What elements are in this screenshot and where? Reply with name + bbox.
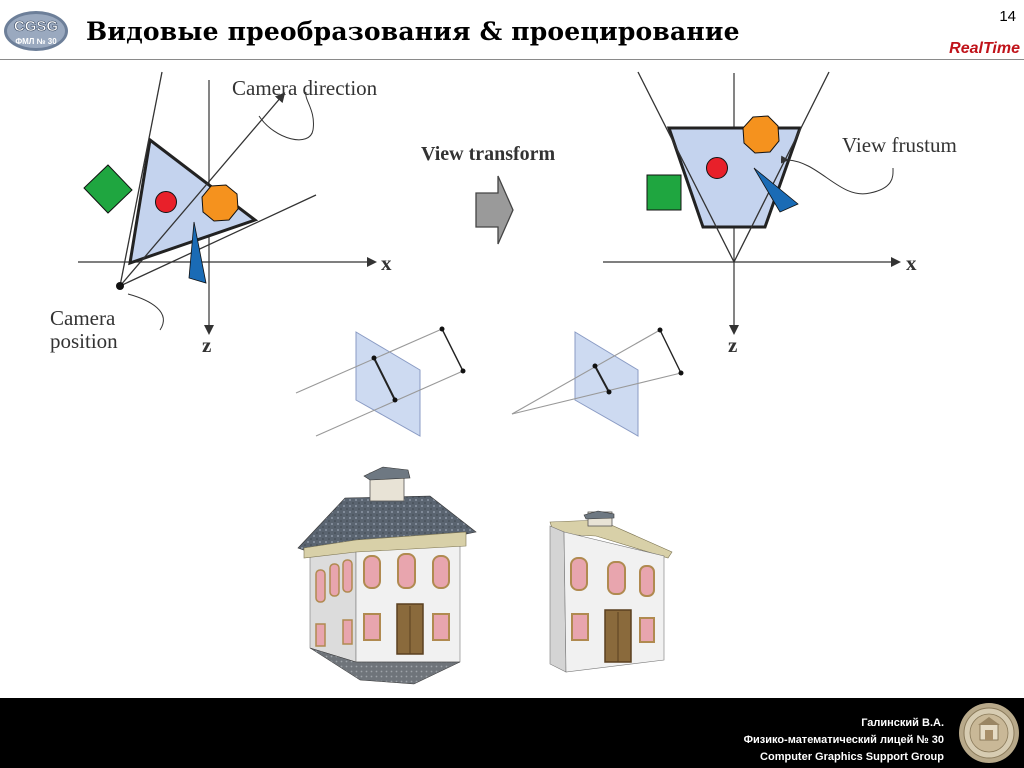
view-transform-label: View transform <box>421 143 556 165</box>
window <box>639 617 655 643</box>
orange-octagon-left <box>201 184 239 222</box>
projection-plane <box>574 331 639 437</box>
window <box>432 613 450 641</box>
slide-header: CGSG ФМЛ № 30 Видовые преобразования & п… <box>0 0 1024 62</box>
footer-author: Галинский В.А. <box>861 717 944 729</box>
projected-segment <box>594 365 610 393</box>
z-axis-label-right: z <box>728 333 737 357</box>
footer-school: Физико-математический лицей № 30 <box>743 734 944 746</box>
camera-direction-line <box>119 92 286 287</box>
house-left-wall <box>549 525 567 673</box>
frustum-edge-line <box>733 71 830 263</box>
house-chimney-cap <box>583 510 615 520</box>
camera-position-leader <box>127 293 164 331</box>
slide-footer: Галинский В.А. Физико-математический лиц… <box>0 698 1024 768</box>
window <box>607 561 626 595</box>
projector-ray <box>511 372 682 415</box>
point-dot <box>392 397 398 403</box>
house-orthographic <box>297 466 477 685</box>
red-circle-left <box>155 191 177 213</box>
x-axis-label-left: x <box>381 251 392 275</box>
view-transform-figure: Camera direction Camera position x z Vie… <box>50 71 957 685</box>
frustum-edge-line <box>637 71 735 263</box>
window <box>329 563 340 597</box>
camera-position-dot <box>116 282 124 290</box>
blue-shape-left <box>188 221 207 284</box>
school-seal-icon <box>959 703 1019 763</box>
perspective-projection-diagram <box>511 327 684 437</box>
object-segment <box>441 328 464 372</box>
footer-credits: Галинский В.А. Физико-математический лиц… <box>744 715 944 766</box>
blue-shape-right <box>753 167 799 213</box>
camera-position-label: Camera <box>50 306 116 330</box>
projected-segment <box>373 357 396 401</box>
house-perspective <box>549 510 673 673</box>
projector-ray <box>295 328 443 394</box>
realtime-brand: RealTime <box>949 40 1020 57</box>
frustum-edge-line <box>119 71 163 287</box>
house-base <box>309 647 461 685</box>
point-dot <box>657 327 663 333</box>
window <box>363 555 381 589</box>
point-dot <box>592 363 598 369</box>
svg-text:ФМЛ № 30: ФМЛ № 30 <box>15 37 57 46</box>
point-dot <box>460 368 466 374</box>
window <box>342 559 353 593</box>
projector-ray <box>315 370 464 437</box>
x-axis-label-right: x <box>906 251 917 275</box>
point-dot <box>606 389 612 395</box>
slide-title: Видовые преобразования & проецирование <box>86 17 740 46</box>
red-circle-right <box>706 157 728 179</box>
window <box>639 565 655 597</box>
window <box>315 623 326 647</box>
window <box>363 613 381 641</box>
camera-direction-label: Camera direction <box>232 76 378 100</box>
z-axis-label-left: z <box>202 333 211 357</box>
cgsg-logo: CGSG ФМЛ № 30 <box>4 11 68 51</box>
point-dot <box>439 326 445 332</box>
view-frustum-leader <box>780 155 894 195</box>
window <box>315 569 326 603</box>
house-cornice <box>303 531 467 559</box>
view-frustum-label: View frustum <box>842 133 957 157</box>
arrow-right-icon <box>475 175 514 245</box>
view-transform-arrow: View transform <box>421 143 556 245</box>
projector-ray <box>511 329 661 415</box>
svg-text:CGSG: CGSG <box>14 18 58 35</box>
window <box>571 613 589 641</box>
world-space-diagram: Camera direction Camera position x z <box>50 71 392 357</box>
page-number: 14 <box>999 8 1016 25</box>
window <box>342 619 353 645</box>
orange-octagon-right <box>742 115 780 154</box>
window <box>397 553 416 589</box>
parallel-projection-diagram <box>295 326 466 437</box>
green-square-left <box>83 164 133 214</box>
point-dot <box>678 370 684 376</box>
header-divider <box>0 59 1024 60</box>
object-segment <box>659 329 682 374</box>
view-space-diagram: View frustum x z <box>603 71 957 357</box>
frustum-edge-line <box>119 194 317 287</box>
point-dot <box>371 355 377 361</box>
window <box>570 557 588 591</box>
camera-position-label: position <box>50 329 118 353</box>
window <box>432 555 450 589</box>
camera-direction-leader <box>258 91 314 141</box>
house-chimney-cap <box>363 466 411 481</box>
green-square-right <box>646 174 682 211</box>
footer-group: Computer Graphics Support Group <box>760 751 944 763</box>
